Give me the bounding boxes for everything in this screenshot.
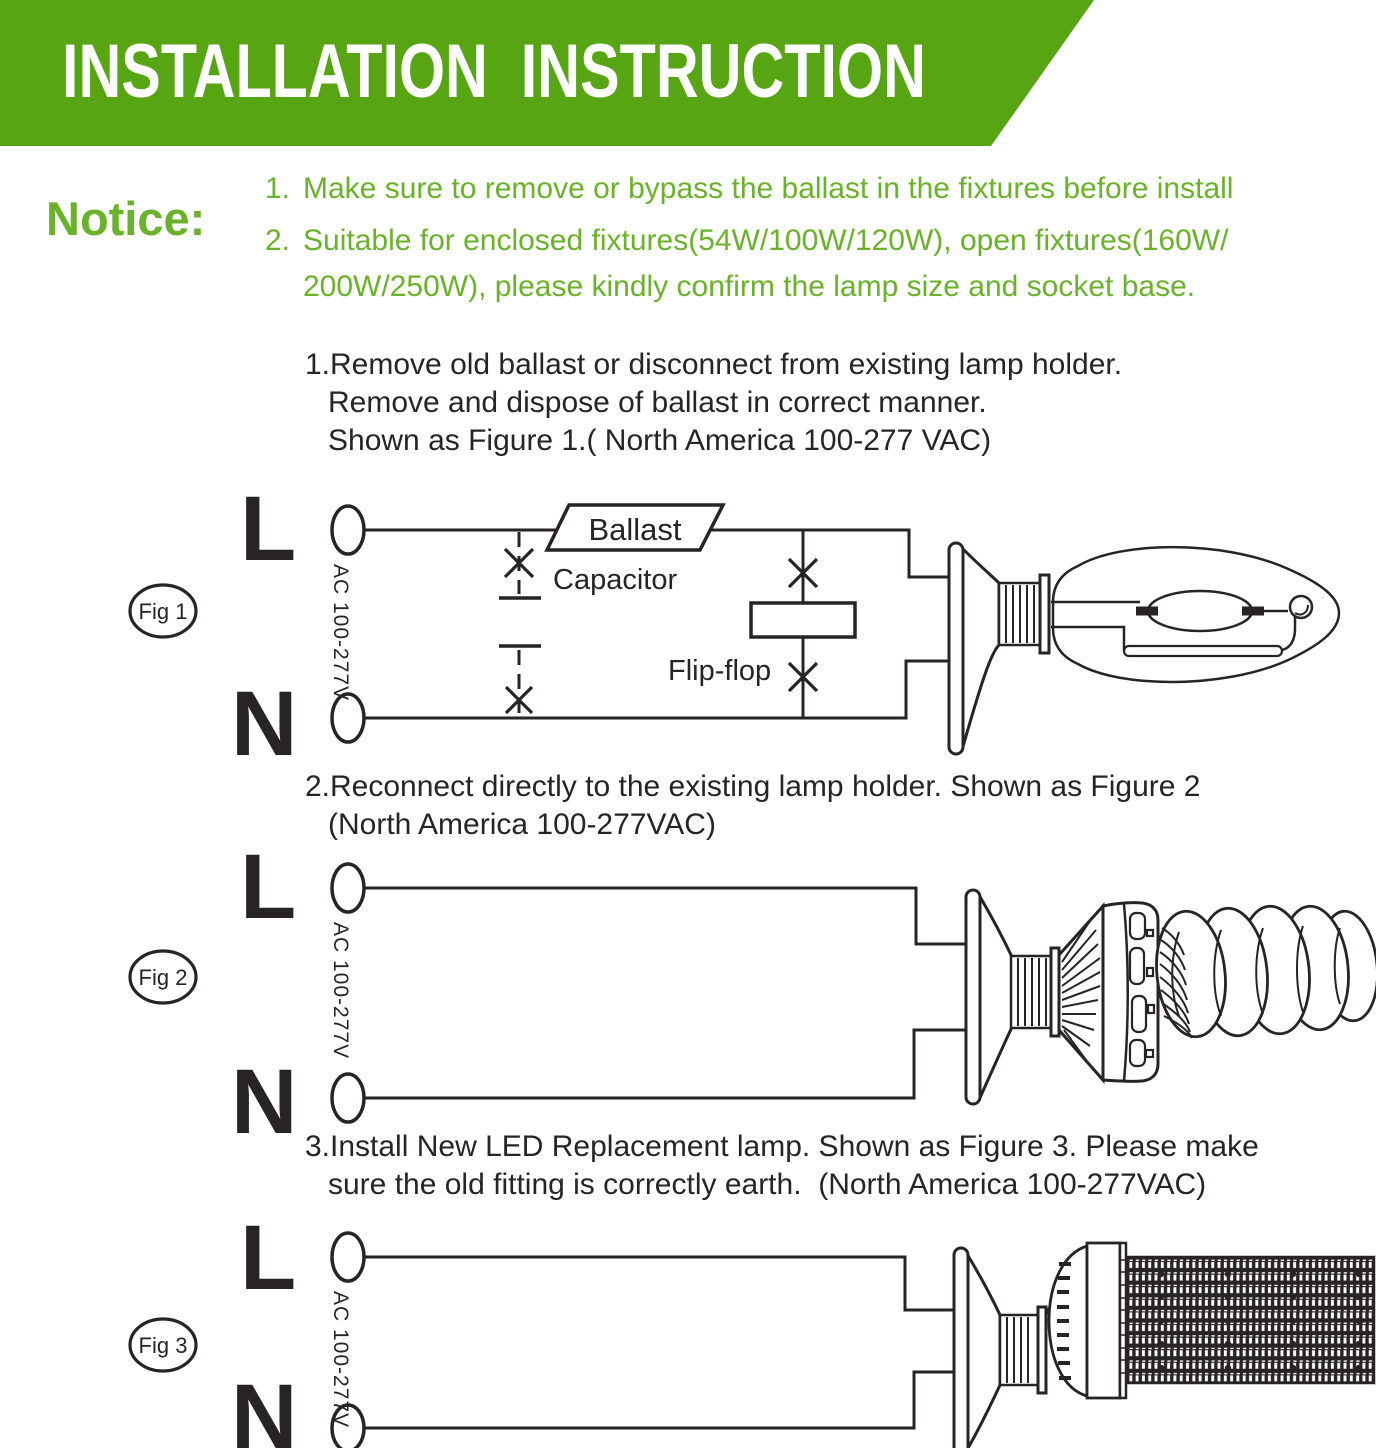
step-1-line-3: Shown as Figure 1.( North America 100-27…	[328, 424, 992, 457]
fig1-neutral-terminal-label: N	[231, 673, 297, 770]
fig2-neutral-terminal-label: N	[231, 1051, 297, 1140]
notice-item-2-text-line-1: Suitable for enclosed fixtures(54W/100W/…	[303, 224, 1229, 257]
fig3-ac-voltage-label: AC 100-277V	[329, 1291, 352, 1428]
notice-item-2-text-line-2: 200W/250W), please kindly confirm the la…	[303, 270, 1196, 303]
fig3-neutral-wire	[364, 1370, 955, 1430]
fig2-badge-ellipse	[128, 949, 198, 1005]
fig3-line-wire	[364, 1255, 955, 1312]
figure-3-diagram: L N AC 100-277V Fig 3	[128, 1207, 1376, 1448]
step-1-line-2: Remove and dispose of ballast in correct…	[328, 386, 987, 419]
fig3-rail-nubs	[1120, 1259, 1128, 1374]
fig3-dome-dashes	[1057, 1262, 1071, 1380]
fig1-neutral-terminal	[330, 692, 366, 744]
notice-item-2-number: 2.	[265, 224, 291, 257]
fig1-flipflop-symbol	[749, 530, 857, 718]
fig1-lamp-holder	[947, 541, 1051, 756]
step-1-line-1: 1.Remove old ballast or disconnect from …	[305, 348, 1123, 381]
step-2-line-2: (North America 100-277VAC)	[328, 808, 716, 841]
fig1-capacitor-symbol	[499, 532, 541, 716]
step-3-line-1: 3.Install New LED Replacement lamp. Show…	[305, 1130, 1259, 1163]
figure-1-diagram: Ballast Capacitor Flip-flop L N	[128, 478, 1341, 770]
fig2-line-terminal-label: L	[240, 840, 296, 938]
fig3-lamp-holder	[952, 1246, 1048, 1448]
fig1-line-terminal-label: L	[240, 478, 296, 580]
fig1-hid-bulb	[1051, 545, 1341, 684]
fig2-neutral-terminal	[330, 1072, 366, 1124]
fig2-cfl-hatching	[1061, 917, 1101, 1061]
fig3-corn-dots	[1157, 1270, 1363, 1372]
fig2-badge-label: Fig 2	[139, 965, 188, 990]
fig1-capacitor-label: Capacitor	[553, 564, 677, 596]
fig2-cfl-lamp	[1057, 901, 1376, 1084]
fig2-ac-voltage-label: AC 100-277V	[329, 922, 352, 1059]
notice-item-1-number: 1.	[265, 172, 291, 205]
fig1-flipflop-label: Flip-flop	[668, 655, 771, 687]
fig2-line-terminal	[330, 862, 366, 914]
fig1-ballast-box	[544, 503, 726, 552]
fig3-neutral-terminal-label: N	[231, 1366, 297, 1448]
fig3-badge-ellipse	[128, 1317, 198, 1373]
fig3-badge-label: Fig 3	[139, 1333, 188, 1358]
header-banner: INSTALLATION INSTRUCTION	[0, 0, 1376, 146]
fig3-line-terminal-label: L	[240, 1207, 296, 1309]
fig2-line-wire	[364, 886, 967, 946]
fig3-led-corn-lamp	[1044, 1241, 1376, 1400]
fig2-lamp-holder	[964, 888, 1061, 1106]
fig1-badge-ellipse	[128, 583, 198, 639]
notice-label: Notice:	[46, 192, 206, 245]
figure-2-diagram: L N AC 100-277V Fig 2	[128, 840, 1376, 1140]
fig2-cfl-vents	[1128, 911, 1156, 1068]
fig1-line-terminal	[330, 504, 366, 556]
fig1-neutral-wire	[364, 659, 950, 720]
fig3-adapter-band	[1085, 1241, 1122, 1400]
notice-item-1-text: Make sure to remove or bypass the ballas…	[303, 172, 1234, 205]
fig2-cfl-spiral	[1155, 904, 1376, 1039]
fig2-cfl-ribs	[1159, 927, 1193, 1039]
header-green-parallelogram	[0, 0, 1094, 146]
step-2-line-1: 2.Reconnect directly to the existing lam…	[305, 770, 1201, 803]
page-title: INSTALLATION INSTRUCTION	[62, 29, 926, 114]
fig1-ac-voltage-label: AC 100-277V	[329, 564, 352, 701]
fig3-neutral-terminal	[330, 1403, 366, 1448]
fig3-line-terminal	[330, 1231, 366, 1283]
fig1-ballast-label: Ballast	[588, 512, 681, 547]
fig2-neutral-wire	[364, 1028, 967, 1100]
step-3-line-2: sure the old fitting is correctly earth.…	[328, 1168, 1207, 1201]
fig3-corn-body	[1126, 1255, 1376, 1385]
fig1-badge-label: Fig 1	[139, 599, 188, 624]
